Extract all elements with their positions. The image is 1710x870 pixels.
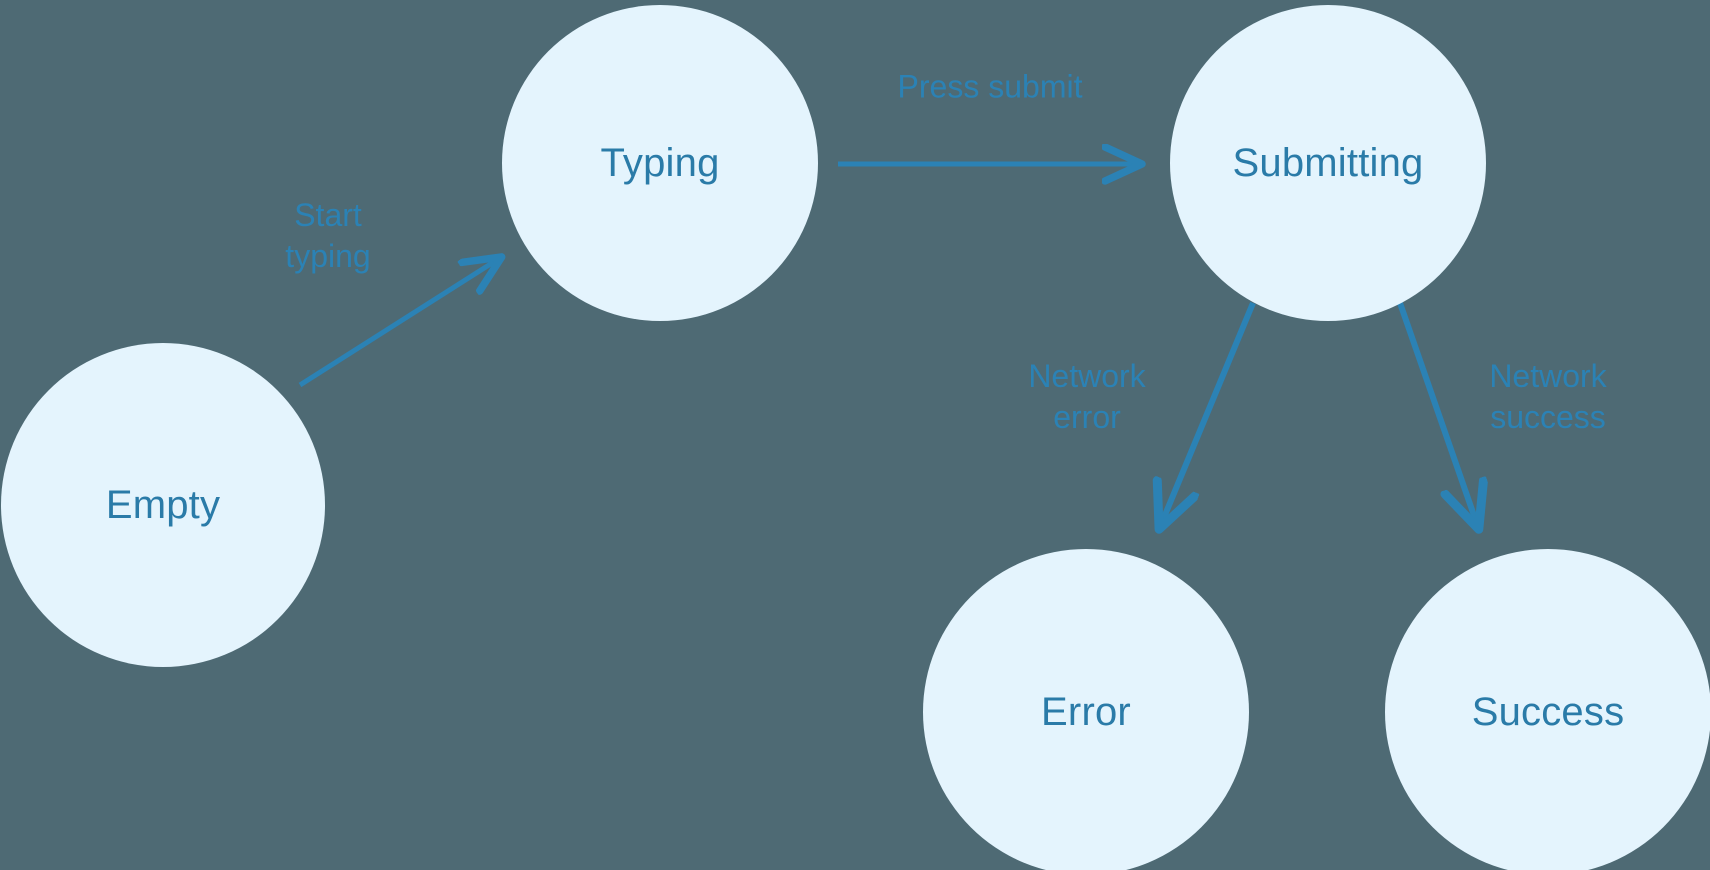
state-node-submitting[interactable]: Submitting — [1170, 5, 1486, 321]
state-node-success-label: Success — [1471, 690, 1625, 734]
edge-label-network-success: Network success — [1489, 358, 1607, 435]
state-node-error[interactable]: Error — [923, 549, 1249, 870]
edge-label-network-error: Network error — [1028, 358, 1146, 435]
state-node-success[interactable]: Success — [1385, 549, 1710, 870]
state-node-error-label: Error — [1041, 690, 1131, 734]
state-node-typing-label: Typing — [600, 141, 720, 185]
edge-submitting-to-error — [1160, 301, 1256, 527]
edge-label-start-typing: Start typing — [285, 197, 371, 274]
edge-submitting-to-success — [1397, 302, 1478, 527]
state-node-empty-label: Empty — [105, 483, 221, 527]
state-node-empty[interactable]: Empty — [1, 343, 325, 667]
edge-empty-to-typing — [298, 258, 500, 388]
state-node-submitting-label: Submitting — [1232, 141, 1424, 185]
edge-label-press-submit: Press submit — [897, 68, 1083, 105]
state-node-typing[interactable]: Typing — [502, 5, 818, 321]
